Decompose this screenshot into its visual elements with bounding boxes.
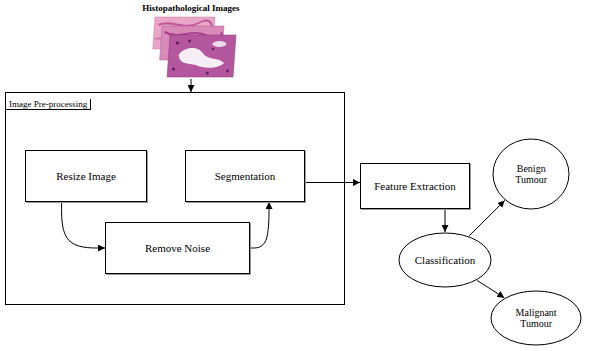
process-box: Resize Image [25, 150, 147, 202]
node-label: Segmentation [215, 170, 276, 183]
stage-group: Resize ImageRemove Noise Segmentation Imag… [5, 92, 345, 305]
outcome-ellipse: Malignant Tumour [490, 290, 582, 346]
process-box: Remove Noise [105, 222, 250, 274]
group-heading: Image Pre-processing [6, 99, 91, 110]
node-label: Malignant Tumour [507, 307, 566, 330]
outcome-ellipse: Benign Tumour [492, 138, 570, 210]
process-box: Segmentation [185, 150, 305, 202]
connector-arrow [250, 202, 269, 248]
node-label: Classification [415, 254, 476, 267]
node-label: Benign Tumour [507, 163, 556, 186]
node-label: Remove Noise [145, 242, 210, 255]
node-label: Resize Image [56, 170, 116, 183]
ellipse-shape [399, 233, 491, 287]
process-ellipse: Classification [398, 232, 492, 288]
ellipse-shape [493, 139, 569, 209]
connector-arrow [62, 202, 105, 248]
connector-arrow [445, 209, 446, 232]
slide-image [167, 35, 236, 77]
node-label: Histopathological Images [142, 3, 239, 13]
node-label: Feature Extraction [374, 180, 456, 193]
process-box: Feature Extraction [360, 163, 470, 209]
ellipse-shape [491, 291, 581, 345]
connector-arrow [477, 280, 504, 297]
connector-arrow [469, 200, 505, 236]
image-source: Histopathological Images [135, 3, 247, 79]
connector-arrow [191, 79, 192, 92]
connector-arrow [305, 182, 360, 183]
